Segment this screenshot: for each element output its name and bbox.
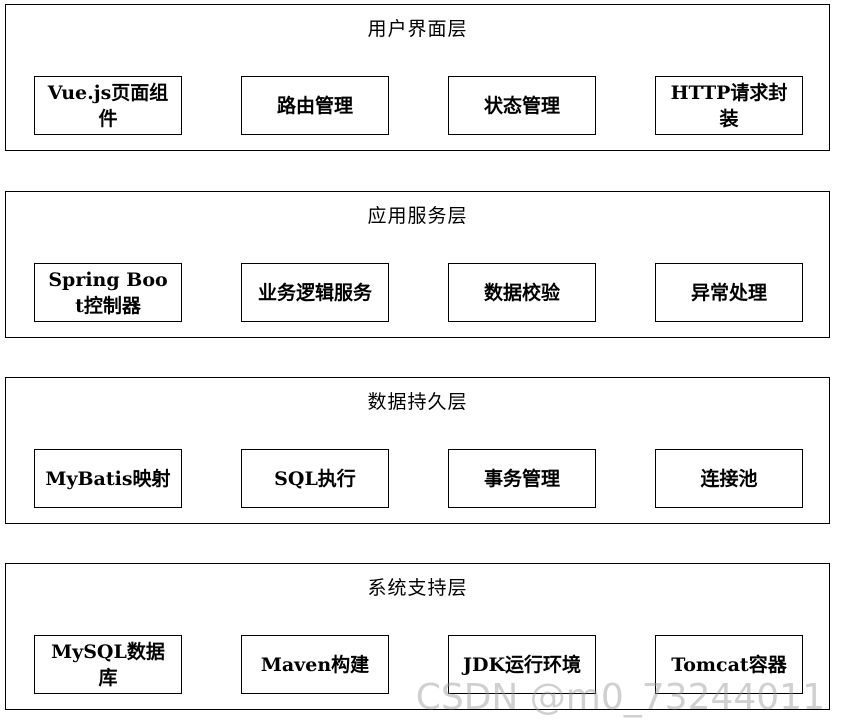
module-transaction-management: 事务管理 (448, 449, 596, 508)
layer-title: 数据持久层 (367, 391, 468, 413)
module-tomcat-container: Tomcat容器 (655, 635, 803, 694)
layer-application-service: 应用服务层 Spring Boot控制器 业务逻辑服务 数据校验 异常处理 (5, 191, 830, 338)
layer-title: 用户界面层 (367, 18, 468, 40)
module-connection-pool: 连接池 (655, 449, 803, 508)
module-vue-components: Vue.js页面组件 (34, 76, 182, 135)
module-data-validation: 数据校验 (448, 263, 596, 322)
module-sql-execution: SQL执行 (241, 449, 389, 508)
module-state-management: 状态管理 (448, 76, 596, 135)
layer-title: 系统支持层 (367, 577, 468, 599)
layer-title: 应用服务层 (367, 205, 468, 227)
module-maven-build: Maven构建 (241, 635, 389, 694)
layer-data-persistence: 数据持久层 MyBatis映射 SQL执行 事务管理 连接池 (5, 377, 830, 524)
layer-user-interface: 用户界面层 Vue.js页面组件 路由管理 状态管理 HTTP请求封装 (5, 4, 830, 151)
module-http-wrapper: HTTP请求封装 (655, 76, 803, 135)
layer-system-support: 系统支持层 MySQL数据库 Maven构建 JDK运行环境 Tomcat容器 (5, 563, 830, 710)
module-exception-handling: 异常处理 (655, 263, 803, 322)
module-mysql-database: MySQL数据库 (34, 635, 182, 694)
module-business-logic: 业务逻辑服务 (241, 263, 389, 322)
module-spring-boot-controller: Spring Boot控制器 (34, 263, 182, 322)
module-jdk-runtime: JDK运行环境 (448, 635, 596, 694)
module-routing: 路由管理 (241, 76, 389, 135)
module-mybatis-mapping: MyBatis映射 (34, 449, 182, 508)
